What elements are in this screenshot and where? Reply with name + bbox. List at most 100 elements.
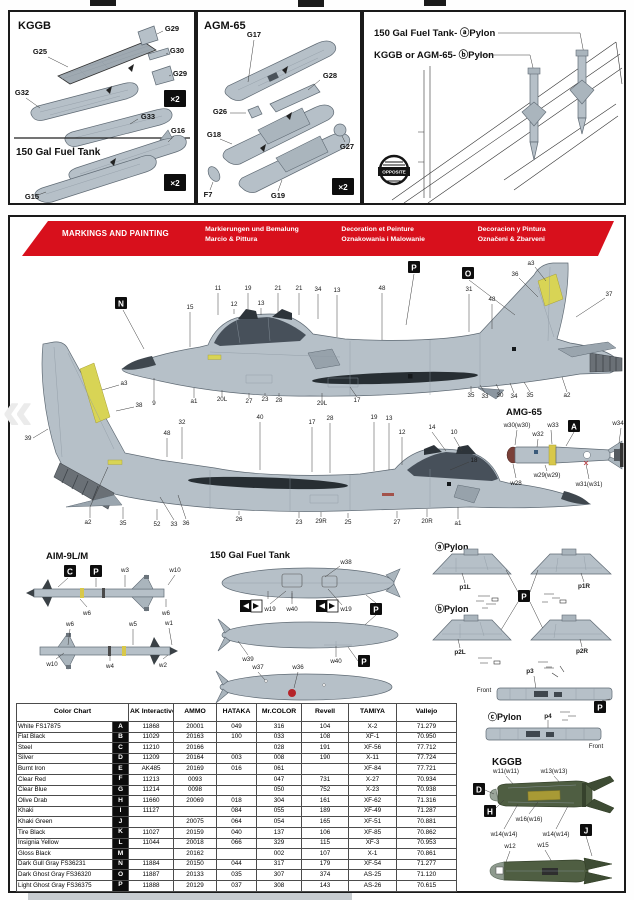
callout: 13 xyxy=(334,287,341,294)
callout: 29R xyxy=(315,518,327,525)
watermark-chevron: « xyxy=(2,378,34,441)
color-value xyxy=(128,848,175,860)
pylon-location-diagram: 150 Gal Fuel Tank- ⓐPylon KGGB or AGM-65… xyxy=(374,27,623,203)
intake xyxy=(453,484,481,504)
color-value: 165 xyxy=(301,816,350,828)
callout: 28 xyxy=(276,397,283,404)
color-value: 752 xyxy=(301,784,350,797)
banner-pl: Oznakowania i Malowanie xyxy=(341,235,425,243)
svg-text:D: D xyxy=(476,786,482,795)
part-label: G18 xyxy=(207,130,221,139)
color-value: XF-56 xyxy=(348,742,398,754)
callout: 48 xyxy=(379,285,386,292)
callout: 11 xyxy=(215,285,222,292)
exhaust xyxy=(589,352,623,373)
markings-banner: MARKINGS AND PAINTING Markierungen und B… xyxy=(22,221,614,256)
small-parts-sketch xyxy=(476,593,567,609)
color-name: Tire Black xyxy=(16,826,113,839)
color-value: XF-85 xyxy=(348,826,398,839)
callout: w31(w31) xyxy=(575,481,603,488)
color-letter: N xyxy=(111,858,130,871)
callout: w6 xyxy=(65,621,74,628)
color-name: Steel xyxy=(16,742,113,754)
quantity-badge: ×2 xyxy=(332,178,354,195)
kggb-title: KGGB xyxy=(18,20,51,32)
pylon-line1: 150 Gal Fuel Tank- ⓐPylon xyxy=(374,27,495,39)
part-label: G25 xyxy=(33,47,47,56)
color-value: XF-84 xyxy=(348,763,398,775)
svg-text:×2: ×2 xyxy=(170,179,180,188)
callout: 21 xyxy=(296,285,303,292)
color-badge-p: P xyxy=(594,698,611,713)
callout: 39 xyxy=(25,435,32,442)
color-value: 20018 xyxy=(173,837,218,850)
color-value: 70.861 xyxy=(396,848,458,860)
color-value: 002 xyxy=(256,848,303,860)
color-letter: I xyxy=(111,805,130,818)
color-value: 20169 xyxy=(173,763,218,775)
aircraft2-callouts: a3 38 39 48 32 40 17 28 19 13 12 14 10 1… xyxy=(25,380,478,528)
callout: p2L xyxy=(454,649,465,656)
color-value: 104 xyxy=(301,721,350,733)
color-value: 018 xyxy=(216,795,258,807)
color-value: 71.277 xyxy=(396,858,458,871)
color-value: 028 xyxy=(256,742,303,754)
color-value: 190 xyxy=(301,752,350,765)
callout: a3 xyxy=(121,380,128,387)
color-value: 061 xyxy=(256,763,303,775)
callout: 33 xyxy=(482,393,489,400)
color-value: AK485 xyxy=(128,763,175,775)
callout: w36 xyxy=(291,664,304,671)
color-value: 70.615 xyxy=(396,879,458,892)
color-value: X-1 xyxy=(348,848,398,860)
color-letter: L xyxy=(111,837,130,850)
small-parts-sketch xyxy=(560,711,576,721)
color-value: 044 xyxy=(216,858,258,871)
header-ak: AK Interactive xyxy=(128,703,175,722)
color-value: 304 xyxy=(256,795,303,807)
color-value: X-2 xyxy=(348,721,398,733)
part-label: G27 xyxy=(340,142,354,151)
banner-de: Markierungen und Bemalung xyxy=(205,226,299,233)
callout: 33 xyxy=(171,521,178,528)
svg-text:P: P xyxy=(373,606,379,615)
color-value xyxy=(301,763,350,775)
callout: w6 xyxy=(161,610,170,617)
color-value: 77.724 xyxy=(396,752,458,765)
callout: w33 xyxy=(546,422,559,429)
pylons-kggb-diagram: ⓐPylon p1L p1R P ⓑPylon xyxy=(432,541,615,885)
color-value: 77.712 xyxy=(396,742,458,754)
color-badge-p: P xyxy=(347,646,370,667)
color-value: 100 xyxy=(216,731,258,744)
svg-text:P: P xyxy=(411,264,417,273)
color-value: 11044 xyxy=(128,837,175,850)
tank-markings-title: 150 Gal Fuel Tank xyxy=(210,550,291,561)
color-value: 71.279 xyxy=(396,721,458,733)
color-value: X-27 xyxy=(348,773,398,786)
canopy xyxy=(407,452,498,481)
callout: w16(w16) xyxy=(515,816,543,823)
color-value: 115 xyxy=(301,837,350,850)
callout: w6 xyxy=(82,610,91,617)
callout: w2 xyxy=(158,662,167,669)
part-label: G33 xyxy=(141,112,155,121)
ejection-seats xyxy=(238,309,292,320)
callout: w29(w29) xyxy=(533,472,561,479)
color-name: Flat Black xyxy=(16,731,113,744)
color-value: 71.120 xyxy=(396,869,458,881)
ventral-fin xyxy=(477,387,505,400)
part-label: G30 xyxy=(170,46,184,55)
pylon-a-views xyxy=(432,548,612,575)
banner-fr: Decoration et Peinture xyxy=(341,226,414,233)
color-value: 107 xyxy=(301,848,350,860)
banner-es: Decoracion y Pintura xyxy=(477,226,546,233)
color-letter: E xyxy=(111,763,130,775)
part-label: G29 xyxy=(173,69,187,78)
svg-text:J: J xyxy=(584,827,589,836)
assembly-panel-agm65: AGM-65 G17 G28 G26 G18 G19 F7 G27 ×2 xyxy=(196,10,362,205)
color-value: AS-26 xyxy=(348,879,398,892)
color-letter: K xyxy=(111,826,130,839)
callout: w30(w30) xyxy=(503,422,531,429)
callout: 17 xyxy=(309,419,316,426)
